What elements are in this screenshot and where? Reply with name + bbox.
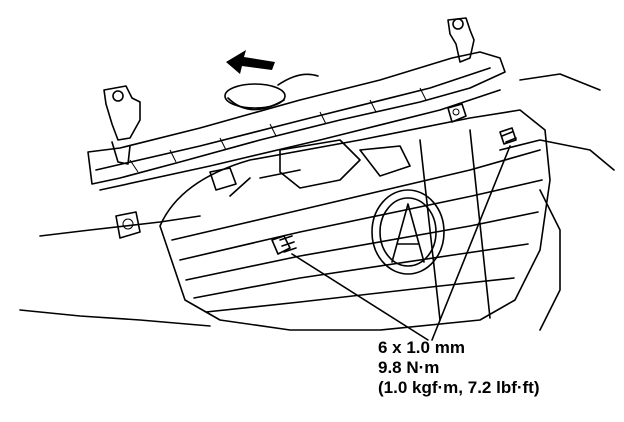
acura-emblem-icon — [371, 189, 445, 275]
clip-icon — [115, 211, 141, 239]
leader-lines — [291, 145, 511, 341]
left-mount-bracket — [103, 85, 141, 165]
bolt-icon — [271, 235, 297, 255]
fastener-spec-callout: 6 x 1.0 mm 9.8 N·m (1.0 kgf·m, 7.2 lbf·f… — [378, 338, 540, 398]
bolt-icon — [499, 127, 517, 145]
torque-alt-label: (1.0 kgf·m, 7.2 lbf·ft) — [378, 378, 540, 397]
radiator-support — [87, 51, 506, 191]
bolt-size-label: 6 x 1.0 mm — [378, 338, 465, 357]
right-mount-bracket — [447, 17, 475, 63]
torque-nm-label: 9.8 N·m — [378, 358, 440, 377]
forward-arrow-icon — [226, 50, 275, 74]
front-bumper — [19, 73, 615, 331]
clip-icon — [447, 103, 467, 123]
